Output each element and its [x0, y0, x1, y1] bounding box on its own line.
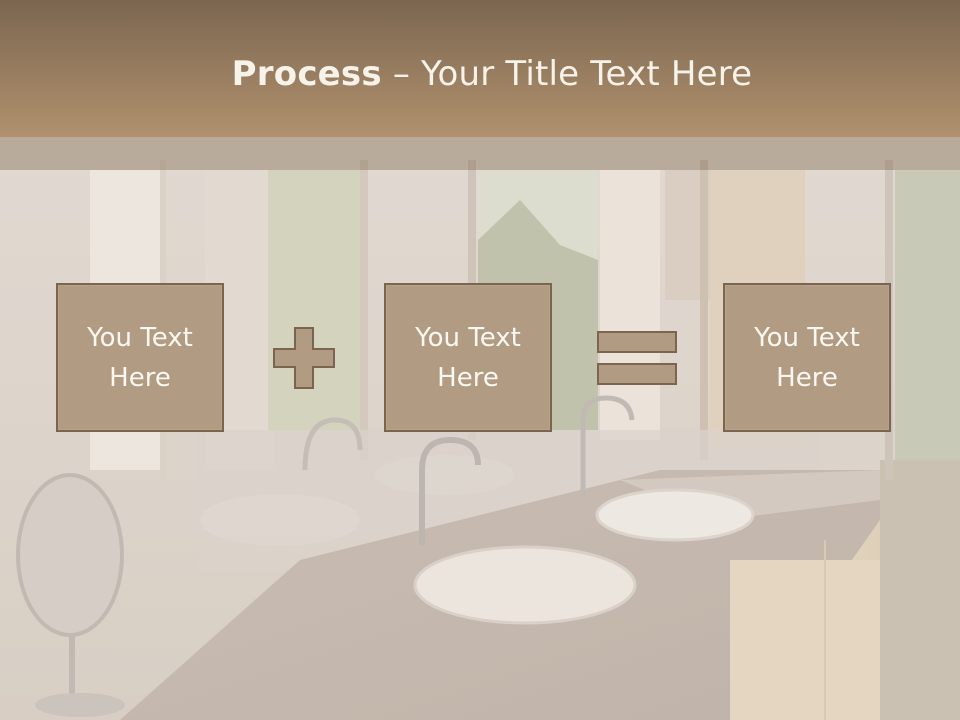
equals-icon — [597, 331, 677, 385]
title-bar-shadow-strip — [0, 137, 960, 170]
title-bold-text: Process — [231, 54, 382, 94]
process-box-1[interactable]: You Text Here — [56, 283, 224, 432]
title-text: Your Title Text Here — [421, 54, 753, 94]
slide-title: Process – Your Title Text Here — [0, 52, 960, 96]
process-box-2[interactable]: You Text Here — [384, 283, 552, 432]
process-box-2-text: You Text Here — [415, 322, 521, 393]
title-separator: – — [381, 54, 422, 94]
process-box-3[interactable]: You Text Here — [723, 283, 891, 432]
plus-icon — [273, 327, 335, 389]
process-box-1-text: You Text Here — [87, 322, 193, 393]
title-bar — [0, 0, 960, 137]
process-box-3-text: You Text Here — [754, 322, 860, 393]
